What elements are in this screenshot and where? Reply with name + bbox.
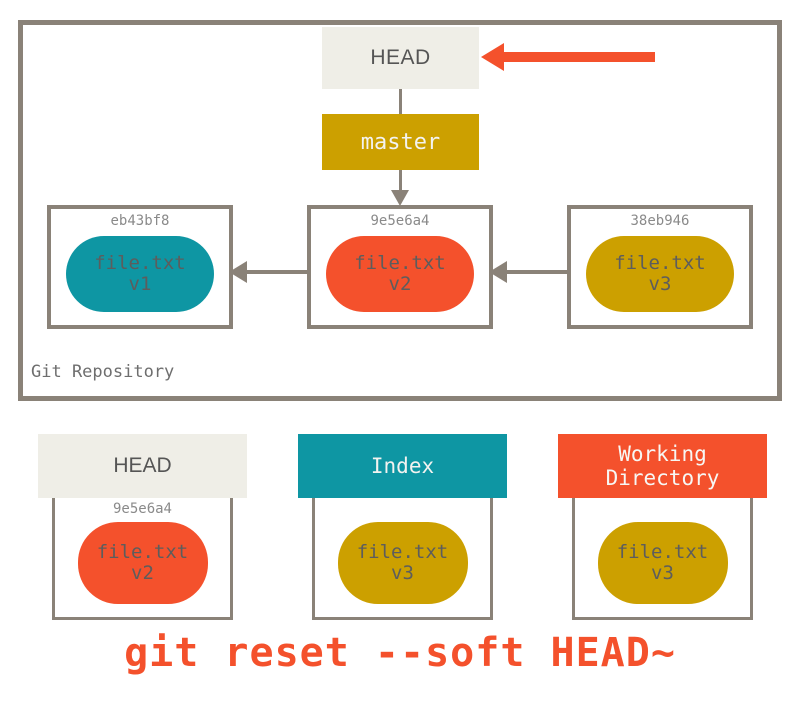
panel-hash-label: 9e5e6a4 <box>112 501 172 517</box>
panel-title-working-line1: Working <box>618 441 707 466</box>
git-repository-label: Git Repository <box>31 362 175 382</box>
blob-version: v2 <box>131 562 154 584</box>
panel-title-head: HEAD <box>113 453 172 477</box>
blob-version: v2 <box>388 273 412 295</box>
commit-hash-label: 9e5e6a4 <box>370 213 430 229</box>
panel-header-working-directory: Working Directory <box>558 434 767 498</box>
connector-master-to-commit <box>399 170 402 192</box>
commit-node-38eb946: 38eb946 file.txt v3 <box>567 205 753 329</box>
panel-blob-head: file.txt v2 <box>77 522 208 604</box>
panel-body-working-directory: file.txt v3 <box>572 498 753 620</box>
head-pointer-label: HEAD <box>370 46 431 69</box>
panel-header-head: HEAD <box>38 434 247 498</box>
master-branch-label: master <box>360 129 441 155</box>
commit-node-eb43bf8: eb43bf8 file.txt v1 <box>47 205 233 329</box>
git-repository-frame <box>18 20 782 401</box>
commit-blob: file.txt v3 <box>586 236 734 312</box>
commit-node-9e5e6a4: 9e5e6a4 file.txt v2 <box>307 205 493 329</box>
panel-header-index: Index <box>298 434 507 498</box>
connector-head-to-master <box>399 89 402 114</box>
blob-filename: file.txt <box>614 251 706 274</box>
git-command-caption: git reset --soft HEAD~ <box>124 630 676 676</box>
annotation-arrow-icon <box>481 43 504 71</box>
head-pointer-box: HEAD <box>322 27 479 89</box>
commit-hash-label: 38eb946 <box>630 213 690 229</box>
commit-hash-label: eb43bf8 <box>110 213 170 229</box>
blob-filename: file.txt <box>354 251 446 274</box>
panel-title-working-line2: Directory <box>605 466 720 490</box>
panel-body-head: 9e5e6a4 file.txt v2 <box>52 498 233 620</box>
panel-blob-index: file.txt v3 <box>337 522 468 604</box>
arrow-left-icon <box>229 261 247 283</box>
blob-filename: file.txt <box>96 540 189 563</box>
annotation-arrow-shaft <box>500 52 655 62</box>
blob-version: v3 <box>651 562 674 584</box>
master-branch-box: master <box>322 114 479 170</box>
arrow-down-icon <box>391 190 409 206</box>
panel-blob-working-directory: file.txt v3 <box>597 522 728 604</box>
arrow-left-icon <box>489 261 507 283</box>
commit-blob: file.txt v2 <box>326 236 474 312</box>
commit-link-shaft <box>505 270 567 274</box>
commit-blob: file.txt v1 <box>66 236 214 312</box>
blob-filename: file.txt <box>94 251 186 274</box>
blob-filename: file.txt <box>356 540 449 563</box>
blob-version: v1 <box>128 273 152 295</box>
blob-filename: file.txt <box>616 540 709 563</box>
panel-body-index: file.txt v3 <box>312 498 493 620</box>
blob-version: v3 <box>391 562 414 584</box>
panel-title-index: Index <box>370 453 435 478</box>
commit-link-shaft <box>245 270 307 274</box>
blob-version: v3 <box>648 273 672 295</box>
